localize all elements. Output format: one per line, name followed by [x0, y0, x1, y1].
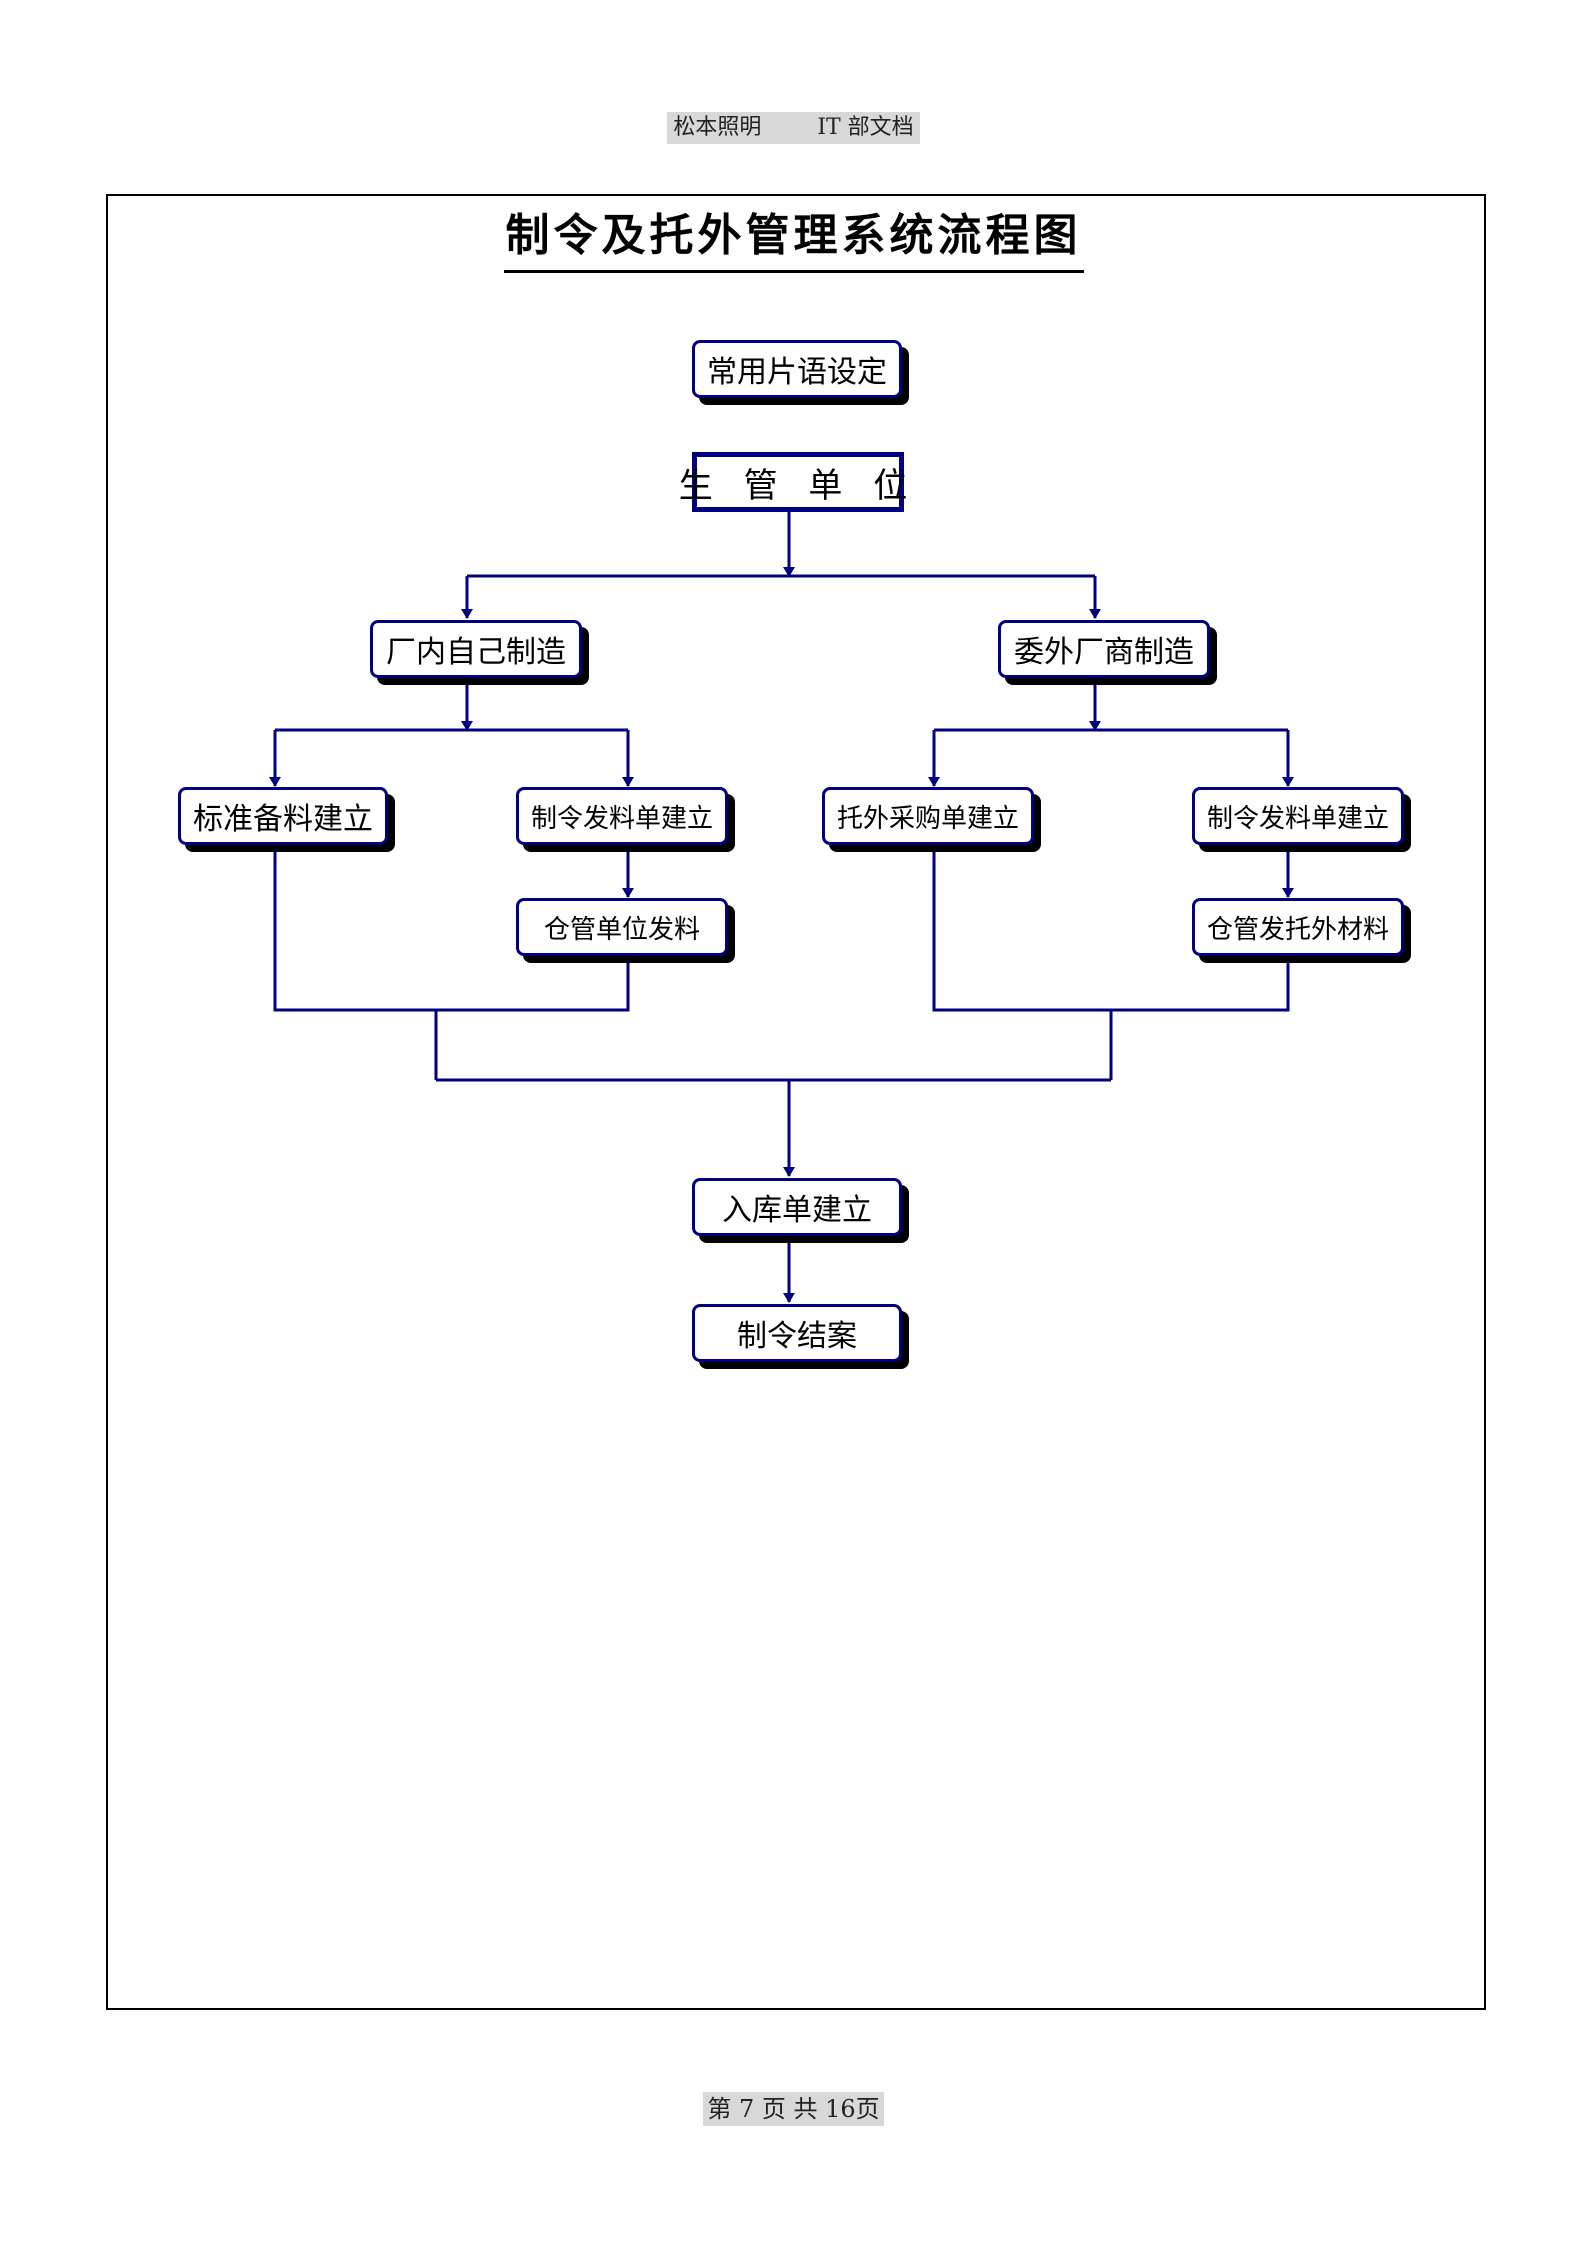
header-department: IT 部文档 — [811, 112, 920, 144]
node-in-house: 厂内自己制造 — [370, 620, 582, 678]
page-header: 松本照明 IT 部文档 — [0, 112, 1587, 144]
node-order-issue-right: 制令发料单建立 — [1192, 787, 1404, 845]
node-production-dept: 生 管 单 位 — [679, 452, 907, 512]
header-company: 松本照明 — [667, 112, 768, 144]
page-footer: 第 7 页 共 16页 — [0, 2092, 1587, 2126]
node-outsource-purchase: 托外采购单建立 — [822, 787, 1034, 845]
node-order-issue-left: 制令发料单建立 — [516, 787, 728, 845]
node-warehouse-issue: 仓管单位发料 — [516, 898, 728, 956]
node-stock-in: 入库单建立 — [692, 1178, 902, 1236]
flowchart-title: 制令及托外管理系统流程图 — [503, 208, 1084, 273]
connector-left-merge — [273, 845, 630, 1012]
node-order-close: 制令结案 — [692, 1304, 902, 1362]
node-warehouse-outsource: 仓管发托外材料 — [1192, 898, 1404, 956]
node-outsource: 委外厂商制造 — [998, 620, 1210, 678]
node-standard-material: 标准备料建立 — [178, 787, 388, 845]
header-gap — [767, 112, 812, 144]
flowchart-frame — [106, 194, 1486, 2010]
page-title: 制令及托外管理系统流程图 — [0, 208, 1587, 273]
node-phrase-setting: 常用片语设定 — [692, 340, 902, 398]
page-number: 第 7 页 共 16页 — [703, 2092, 884, 2126]
